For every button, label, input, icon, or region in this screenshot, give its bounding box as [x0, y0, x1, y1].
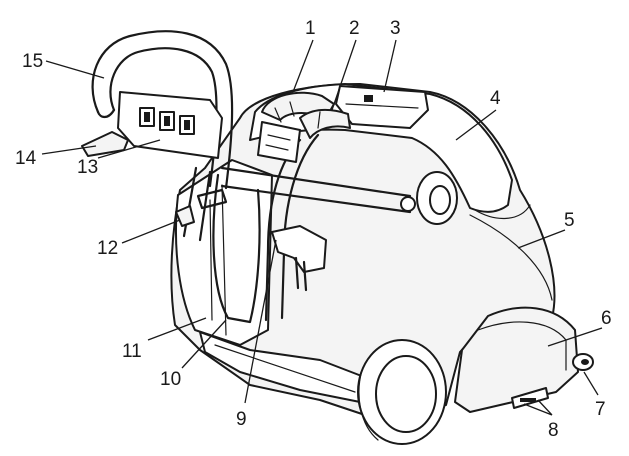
callout-9: 9 [236, 409, 247, 430]
accessory-tool [294, 256, 308, 292]
switch-2-rocker [164, 116, 170, 126]
leader-6 [547, 327, 603, 347]
handle-cap [96, 108, 116, 119]
callout-11: 11 [122, 341, 142, 362]
caster-axle [581, 359, 589, 365]
callout-6: 6 [601, 308, 612, 329]
housing-inner-line [477, 321, 567, 371]
callout-10: 10 [160, 369, 181, 390]
rear-wheel-rim [375, 355, 437, 433]
leader-4 [455, 109, 497, 141]
top-control-panel [335, 85, 429, 129]
callout-3: 3 [390, 18, 401, 39]
callout-2: 2 [349, 18, 360, 39]
handle-frame-outer [91, 30, 234, 190]
leader-12 [121, 219, 181, 244]
base-plate-ridge [214, 344, 356, 393]
callout-7: 7 [595, 399, 606, 420]
panel-inner-edge [345, 103, 419, 109]
cord-hook [175, 205, 195, 227]
callout-14: 14 [15, 148, 37, 169]
panel-indicator [364, 95, 373, 102]
tank-handle-loop [212, 173, 261, 324]
callout-13: 13 [77, 157, 98, 178]
leader-11 [147, 317, 207, 341]
leader-13 [97, 139, 161, 159]
rear-wheel-tread [358, 369, 379, 441]
switch-1-rocker [144, 112, 150, 122]
leader-10 [181, 319, 227, 369]
leader-1 [292, 39, 314, 93]
leader-14 [41, 145, 97, 155]
accessory-holder [271, 225, 327, 273]
valve-block [257, 121, 301, 163]
tank-inner-contour [209, 184, 227, 336]
leader-2 [331, 39, 357, 111]
diagonal-brace-bottom [220, 184, 412, 214]
valve-detail [265, 134, 291, 151]
lid-rim [474, 204, 531, 220]
handle-strut-right [198, 170, 212, 242]
callout-4: 4 [490, 88, 501, 109]
hose-clip [196, 188, 228, 210]
brace-pivot [400, 196, 416, 212]
body-panel-line [469, 214, 553, 301]
leader-7 [583, 371, 599, 396]
callout-8: 8 [548, 420, 559, 441]
switch-3-rocker [184, 120, 190, 130]
leader-9 [244, 239, 277, 404]
leader-8 [523, 399, 553, 416]
callout-15: 15 [22, 51, 43, 72]
trigger-lever [81, 131, 129, 157]
front-wheel-housing [454, 306, 579, 413]
leader-3 [383, 39, 397, 93]
diagonal-brace-top [220, 166, 412, 198]
callout-5: 5 [564, 210, 575, 231]
callout-1: 1 [305, 18, 316, 39]
hose-coupling-lines [274, 101, 321, 129]
solution-hose [299, 108, 351, 139]
leader-15 [45, 60, 105, 79]
leader-5 [517, 229, 566, 249]
latch-slot [520, 398, 536, 402]
callout-12: 12 [97, 238, 118, 259]
side-hub-cap [429, 185, 451, 215]
